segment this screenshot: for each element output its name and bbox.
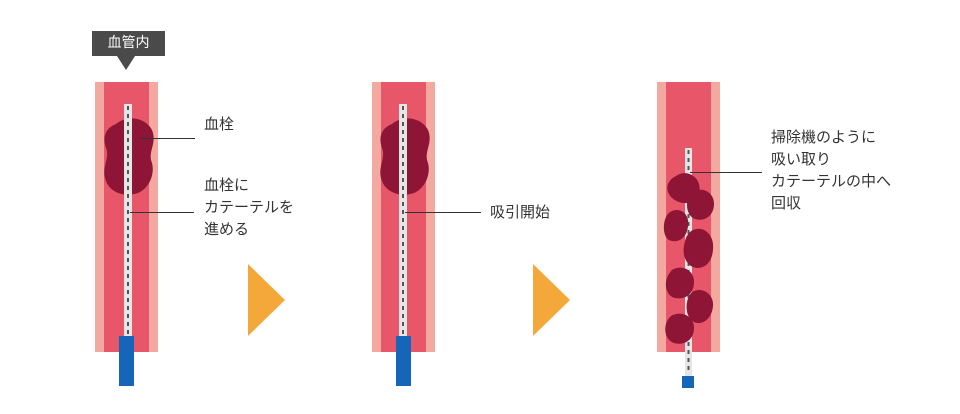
clot-fragment — [663, 209, 689, 242]
catheter-handle — [396, 336, 411, 386]
label-line: 掃除機のように — [771, 128, 877, 146]
label-retrieve: 掃除機のように 吸い取り カテーテルの中へ 回収 — [771, 126, 891, 214]
label-line: 回収 — [771, 194, 802, 212]
label-line: 血栓に — [204, 176, 250, 194]
catheter-handle — [682, 376, 694, 388]
next-arrow — [248, 264, 285, 336]
clot-fragment — [686, 289, 714, 324]
label-line: 吸い取り — [771, 150, 832, 168]
clot-fragment — [686, 189, 714, 220]
step-3 — [657, 82, 720, 388]
catheter-handle — [119, 336, 134, 386]
label-clot: 血栓 — [204, 113, 234, 135]
label-line: 吸引開始 — [490, 203, 551, 221]
callout-line-retrieve — [690, 172, 762, 173]
label-line: 血栓 — [204, 115, 235, 133]
label-line: 進める — [204, 220, 250, 238]
clot-fragment — [665, 313, 694, 344]
label-suction-start: 吸引開始 — [490, 201, 550, 223]
label-advance-catheter: 血栓に カテーテルを 進める — [204, 174, 294, 240]
next-arrow — [533, 264, 570, 336]
badge-pointer — [117, 56, 135, 70]
label-line: カテーテルの中へ — [771, 172, 892, 190]
clot-fragment — [683, 228, 714, 268]
callout-line-suction — [405, 212, 481, 213]
location-badge: 血管内 — [92, 31, 165, 56]
clot-fragment — [665, 267, 694, 299]
step-2 — [372, 82, 570, 386]
callout-line-advance — [130, 212, 194, 213]
label-line: カテーテルを — [204, 198, 295, 216]
step-1 — [95, 82, 285, 386]
callout-line-clot — [140, 138, 195, 139]
